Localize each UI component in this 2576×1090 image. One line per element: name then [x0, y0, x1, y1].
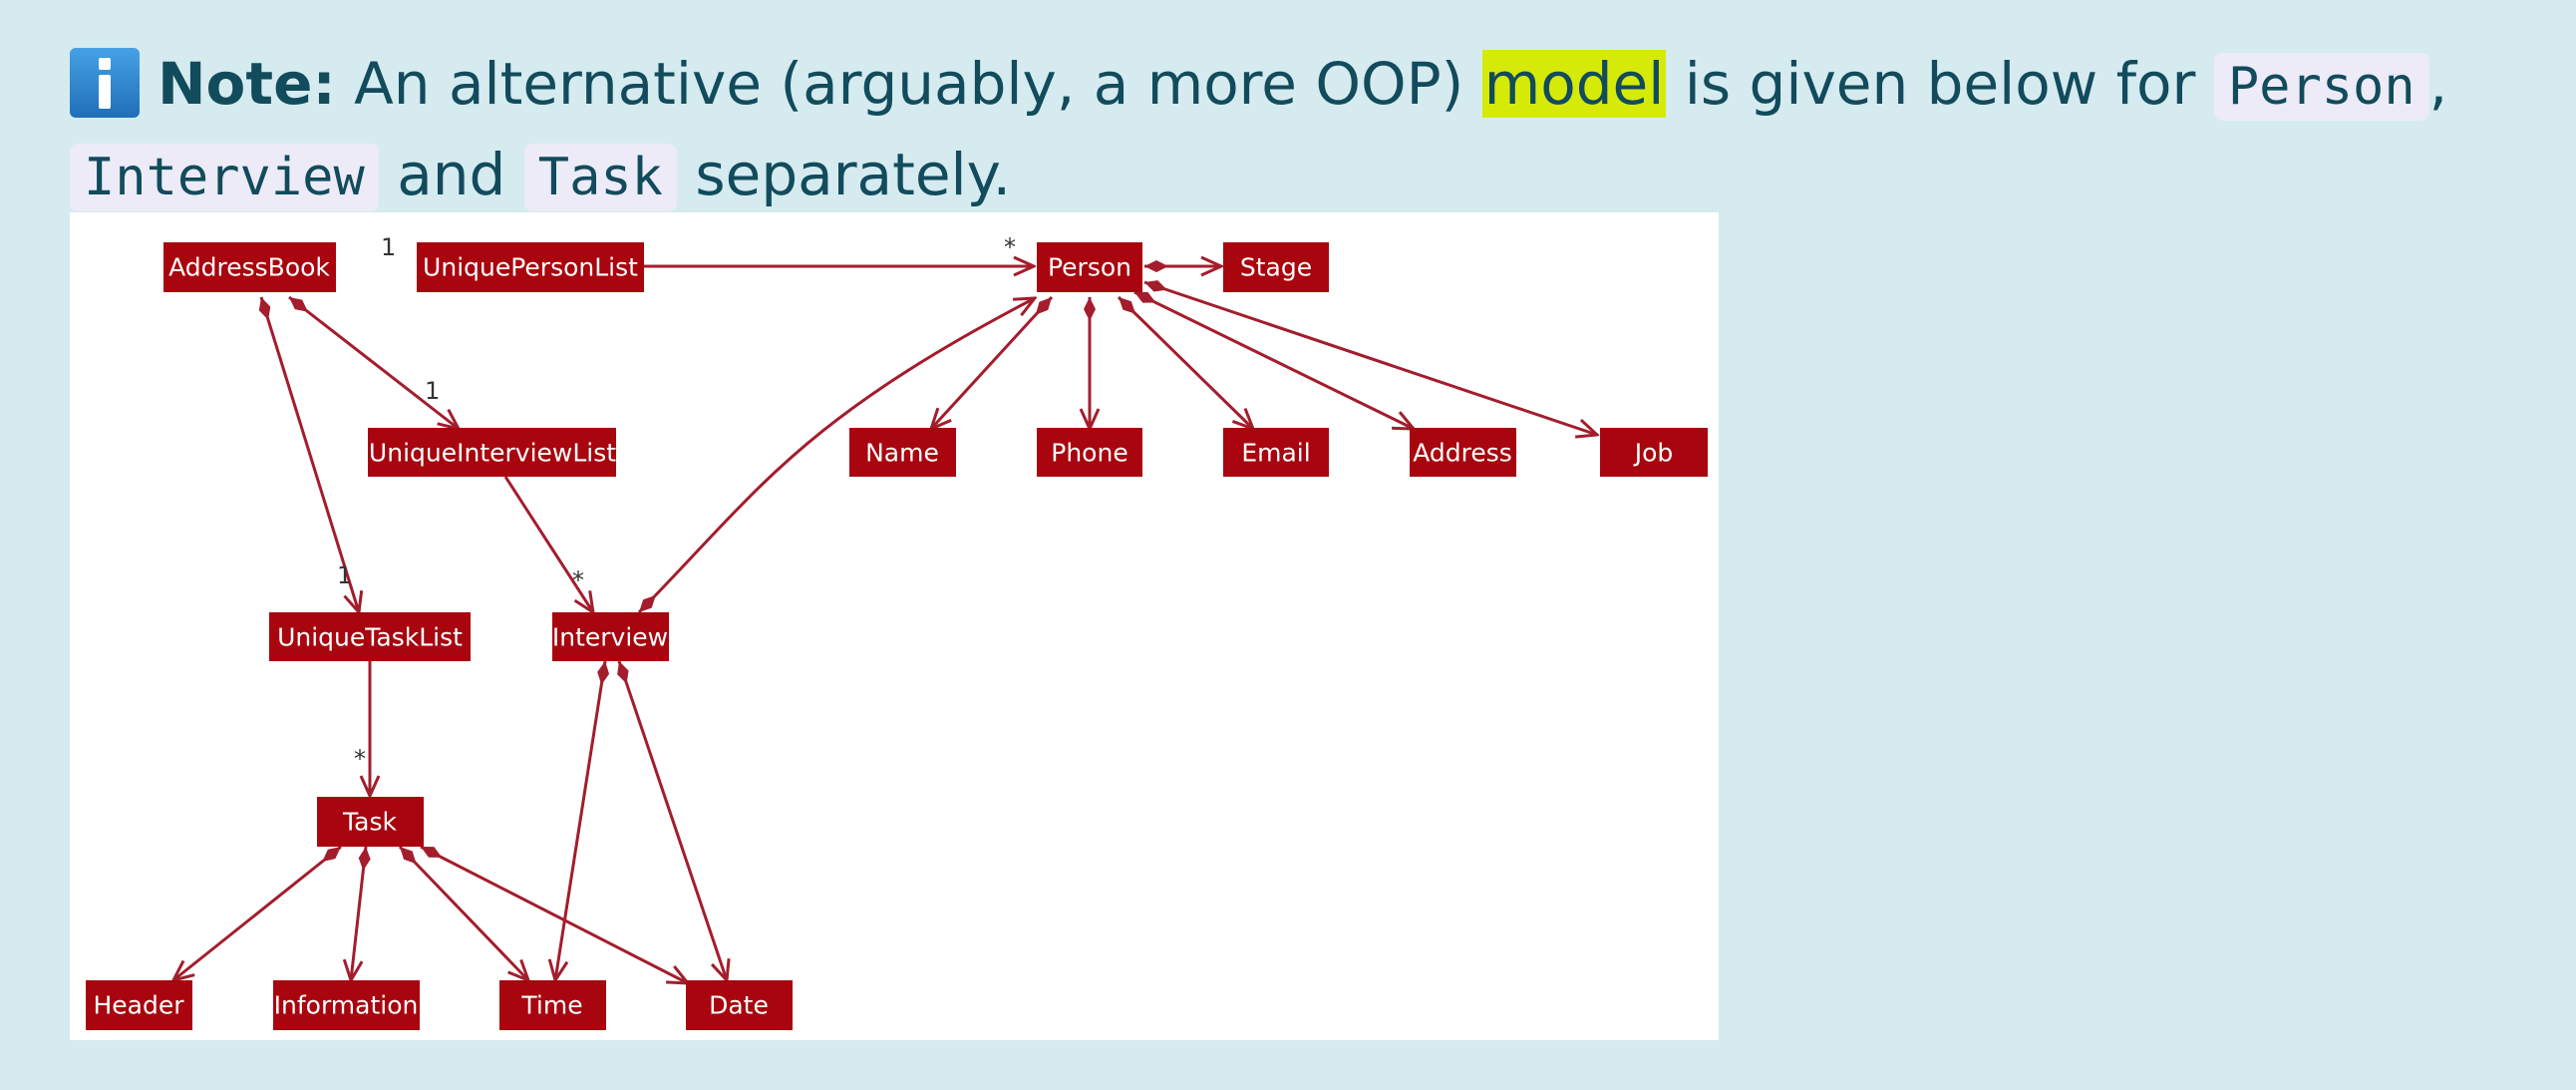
class-uniquepersonlist: UniquePersonList: [417, 242, 644, 292]
note-label: Note:: [158, 50, 336, 118]
multiplicity-label: *: [354, 745, 366, 773]
note-paragraph: Note: An alternative (arguably, a more O…: [70, 40, 2542, 221]
class-uniqueinterviewlist: UniqueInterviewList: [368, 428, 616, 477]
class-name: Email: [1241, 439, 1310, 468]
class-job: Job: [1600, 428, 1708, 477]
note-text: separately.: [677, 141, 1012, 208]
class-name: Job: [1633, 439, 1674, 468]
edge-person-job: [1143, 282, 1597, 435]
class-name: Phone: [1051, 439, 1127, 468]
class-person: Person: [1037, 242, 1142, 292]
note-text: is given below for: [1666, 50, 2214, 118]
edge-task-header: [173, 845, 342, 980]
class-name: Stage: [1240, 253, 1312, 282]
edge-task-time: [398, 845, 528, 980]
edge-interview-date: [619, 660, 727, 980]
code-interview: Interview: [70, 144, 379, 211]
class-name: AddressBook: [168, 253, 330, 282]
edge-person-name: [931, 295, 1054, 429]
class-uniquetasklist: UniqueTaskList: [269, 612, 471, 661]
class-header: Header: [86, 980, 192, 1030]
class-address: Address: [1410, 428, 1516, 477]
class-name: UniqueInterviewList: [369, 439, 616, 468]
class-diagram-svg: 1 * 1 1 * * AddressBook UniquePersonList…: [86, 233, 1708, 1030]
class-name: Task: [342, 808, 397, 837]
class-information: Information: [273, 980, 420, 1030]
edge-addressbook-uniquetasklist: [261, 296, 359, 612]
code-person: Person: [2213, 53, 2429, 121]
class-addressbook: AddressBook: [163, 242, 336, 292]
class-email: Email: [1223, 428, 1329, 477]
class-interview: Interview: [552, 612, 669, 661]
edge-interview-person: [637, 298, 1035, 614]
multiplicity-label: *: [1004, 233, 1016, 261]
note-text: and: [378, 141, 524, 208]
info-icon: [70, 48, 140, 118]
edge-task-information: [351, 846, 366, 980]
highlighted-word: model: [1481, 50, 1667, 118]
class-task: Task: [317, 797, 424, 847]
class-name: Header: [93, 991, 184, 1020]
class-name: UniquePersonList: [423, 253, 638, 282]
class-name: Information: [274, 991, 419, 1020]
class-date: Date: [686, 980, 793, 1030]
class-name: Person: [1048, 253, 1131, 282]
class-name: Interview: [552, 623, 668, 652]
note-text: An alternative (arguably, a more OOP): [354, 50, 1482, 118]
edge-person-address: [1133, 290, 1414, 429]
class-name: Name: [849, 428, 956, 477]
code-task: Task: [523, 144, 677, 211]
edge-interview-time: [555, 660, 605, 980]
class-name: Address: [1413, 439, 1512, 468]
class-stage: Stage: [1223, 242, 1329, 292]
class-diagram: 1 * 1 1 * * AddressBook UniquePersonList…: [70, 212, 1719, 1040]
class-name: Name: [865, 439, 939, 468]
class-name: Date: [709, 991, 769, 1020]
class-time: Time: [499, 980, 606, 1030]
multiplicity-label: 1: [337, 561, 352, 589]
multiplicity-label: 1: [381, 233, 396, 261]
class-name: UniqueTaskList: [277, 623, 463, 652]
multiplicity-label: 1: [425, 377, 440, 405]
note-text: ,: [2428, 50, 2448, 118]
multiplicity-label: *: [572, 566, 584, 594]
edge-uniqueinterviewlist-interview: [503, 476, 593, 612]
edge-task-date: [420, 845, 688, 983]
class-name: Time: [520, 991, 582, 1020]
class-phone: Phone: [1037, 428, 1142, 477]
edge-addressbook-uniqueinterviewlist: [288, 295, 459, 429]
